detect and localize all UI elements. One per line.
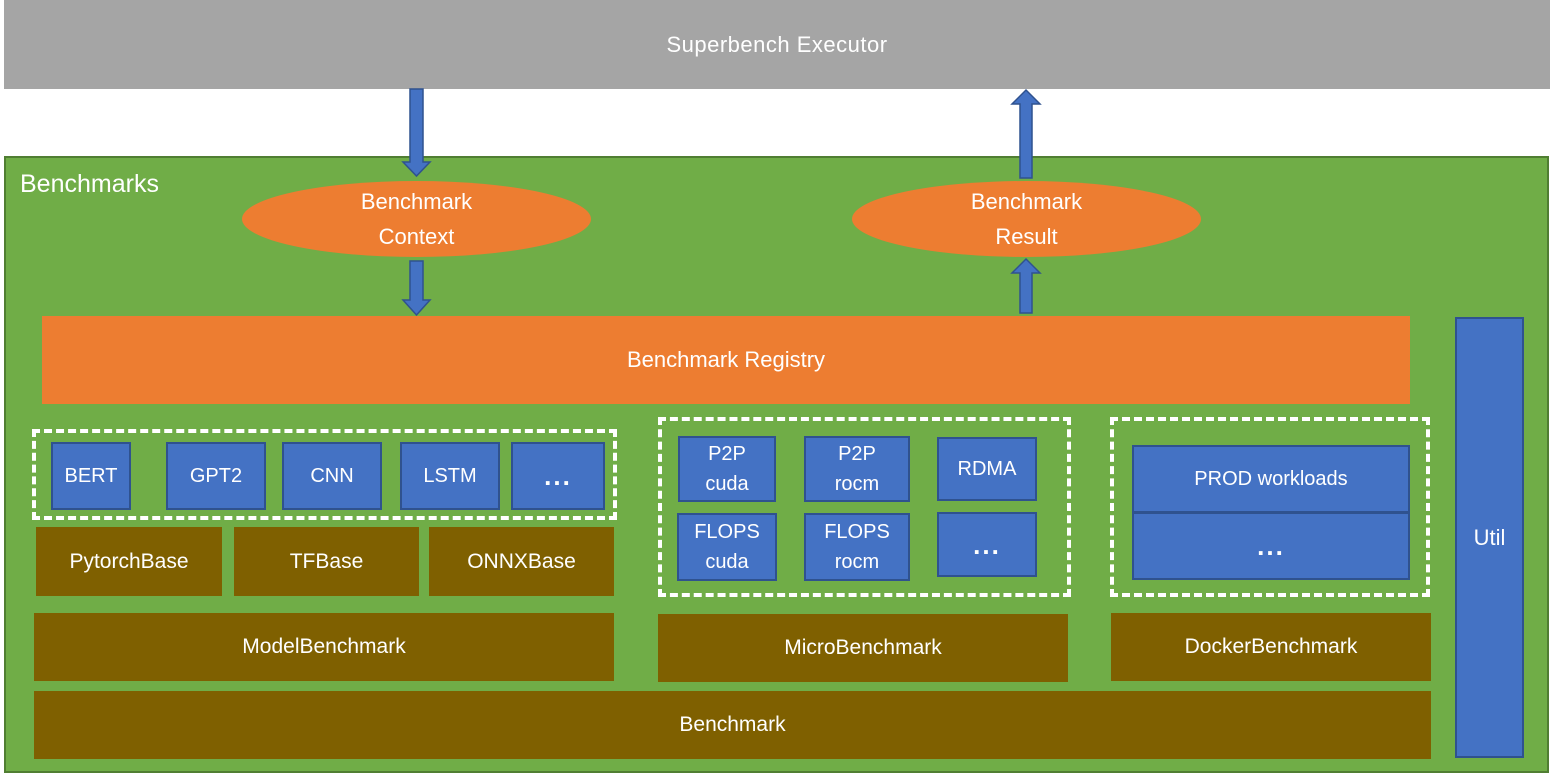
model-cnn: CNN bbox=[282, 442, 382, 510]
model-group-dashed bbox=[32, 429, 617, 520]
tf-base: TFBase bbox=[234, 527, 419, 596]
micro-line1: RDMA bbox=[957, 458, 1017, 480]
docker-more: ... bbox=[1132, 512, 1410, 580]
base-label: PytorchBase bbox=[69, 549, 189, 573]
base-label: ONNXBase bbox=[467, 549, 576, 573]
model-label: GPT2 bbox=[189, 465, 243, 487]
model-label: CNN bbox=[310, 465, 354, 487]
micro-group-dashed bbox=[658, 417, 1071, 597]
class-label: Benchmark bbox=[679, 713, 786, 736]
micro-line1: FLOPS bbox=[824, 521, 890, 543]
benchmark-base: Benchmark bbox=[34, 691, 1431, 759]
docker-prod-workloads: PROD workloads bbox=[1132, 445, 1410, 513]
base-label: TFBase bbox=[289, 549, 364, 573]
micro-p2p-cuda: P2P cuda bbox=[678, 436, 776, 502]
model-more: ... bbox=[511, 442, 605, 510]
benchmarks-title: Benchmarks bbox=[20, 170, 159, 198]
ellipsis-label: ... bbox=[1257, 531, 1285, 561]
class-label: DockerBenchmark bbox=[1184, 635, 1358, 658]
ellipsis-label: ... bbox=[544, 461, 572, 491]
micro-line2: rocm bbox=[834, 473, 880, 495]
benchmark-registry: Benchmark Registry bbox=[42, 316, 1410, 404]
util-label: Util bbox=[1473, 524, 1506, 550]
model-label: BERT bbox=[64, 465, 118, 487]
micro-rdma: RDMA bbox=[937, 437, 1037, 501]
class-label: ModelBenchmark bbox=[242, 635, 406, 658]
docker-group-dashed bbox=[1110, 417, 1430, 597]
ellipsis-label: ... bbox=[973, 529, 1001, 560]
pytorch-base: PytorchBase bbox=[36, 527, 222, 596]
docker-label: PROD workloads bbox=[1194, 468, 1348, 490]
micro-line2: cuda bbox=[705, 473, 749, 495]
class-label: MicroBenchmark bbox=[784, 636, 942, 659]
micro-line1: FLOPS bbox=[694, 521, 760, 543]
context-line1: Benchmark bbox=[360, 189, 473, 214]
benchmark-context: Benchmark Context bbox=[242, 181, 591, 257]
context-line2: Context bbox=[378, 224, 455, 249]
micro-p2p-rocm: P2P rocm bbox=[804, 436, 910, 502]
micro-more: ... bbox=[937, 512, 1037, 577]
onnx-base: ONNXBase bbox=[429, 527, 614, 596]
docker-benchmark: DockerBenchmark bbox=[1111, 613, 1431, 681]
model-benchmark: ModelBenchmark bbox=[34, 613, 614, 681]
util-box: Util bbox=[1455, 317, 1524, 758]
micro-benchmark: MicroBenchmark bbox=[658, 614, 1068, 682]
executor-label: Superbench Executor bbox=[666, 31, 888, 57]
micro-line1: P2P bbox=[708, 443, 746, 465]
result-line2: Result bbox=[995, 224, 1058, 249]
model-bert: BERT bbox=[51, 442, 131, 510]
benchmark-result: Benchmark Result bbox=[852, 181, 1201, 257]
result-line1: Benchmark bbox=[970, 189, 1083, 214]
micro-line2: rocm bbox=[834, 551, 880, 573]
model-gpt2: GPT2 bbox=[166, 442, 266, 510]
registry-label: Benchmark Registry bbox=[626, 347, 826, 372]
micro-flops-rocm: FLOPS rocm bbox=[804, 513, 910, 581]
micro-line2: cuda bbox=[705, 551, 749, 573]
micro-flops-cuda: FLOPS cuda bbox=[677, 513, 777, 581]
model-lstm: LSTM bbox=[400, 442, 500, 510]
superbench-executor: Superbench Executor bbox=[4, 0, 1550, 89]
micro-line1: P2P bbox=[838, 443, 876, 465]
model-label: LSTM bbox=[423, 465, 477, 487]
